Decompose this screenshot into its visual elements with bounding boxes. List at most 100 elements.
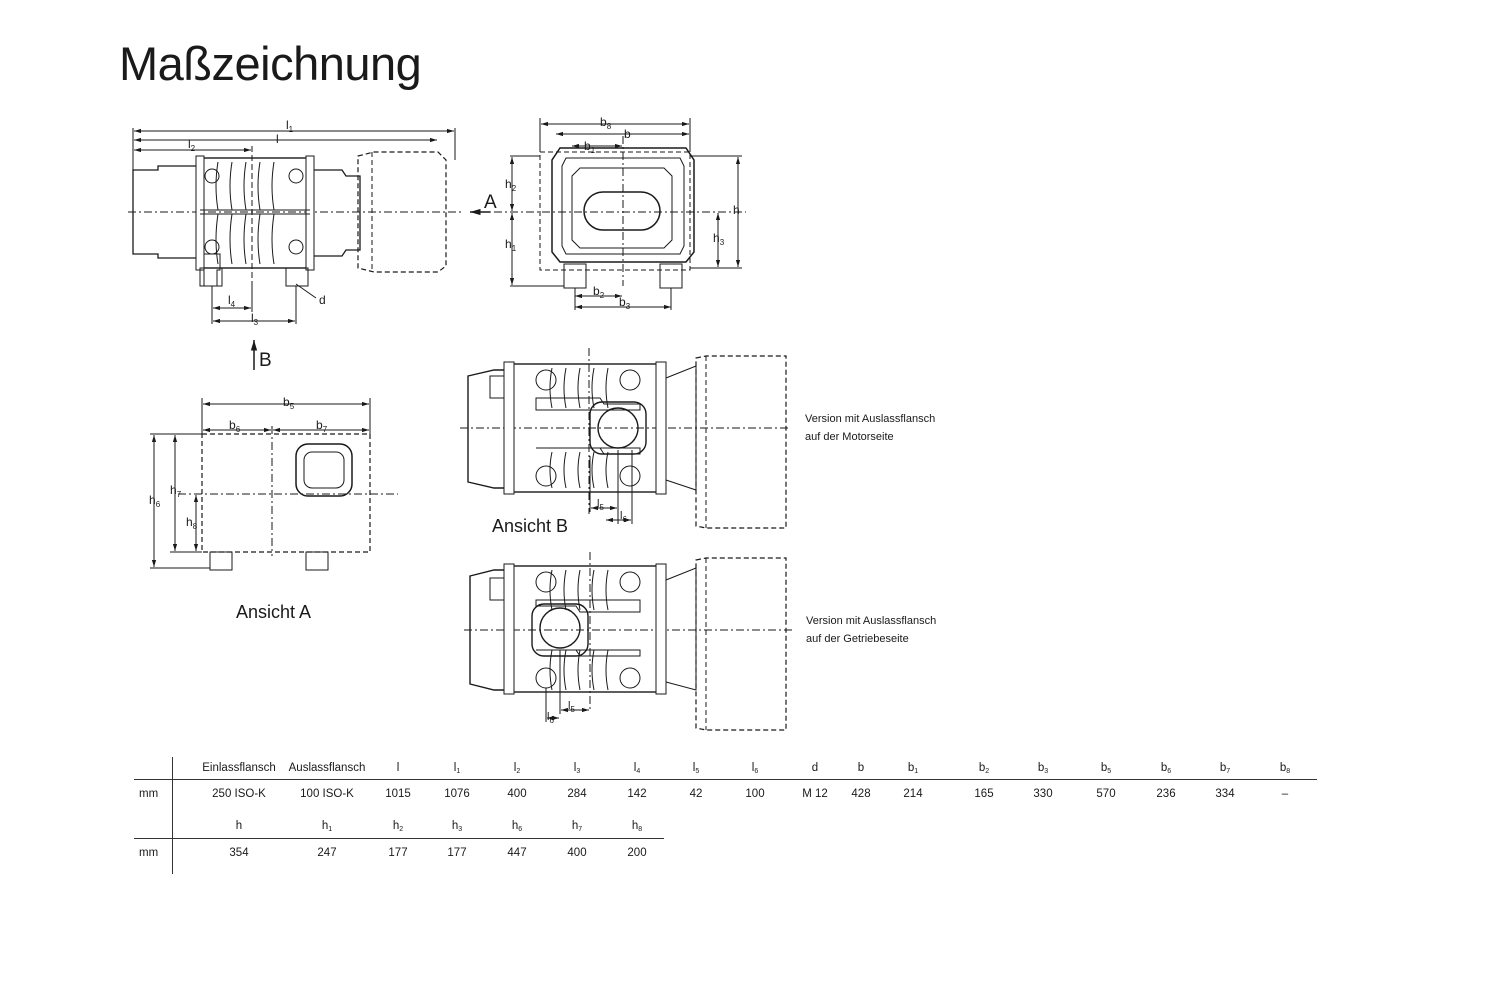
row1-header-base: l [396,762,400,774]
dim-label-l5: l5 [597,498,604,512]
view-a [150,398,398,571]
row2-header-4: h6 [512,820,522,833]
row2-header-base: h [321,820,329,832]
row2-header-2: h2 [393,820,403,833]
dim-label-h3: h3 [713,231,725,247]
row1-value-7: 42 [689,788,703,800]
row2-header-sub: 6 [518,826,523,833]
row1-header-base: b [857,762,865,774]
dim-label-h8: h8 [186,515,198,531]
row1-header-base: b [1160,762,1168,774]
row2-header-base: h [511,820,519,832]
row1-header-base: b [907,762,915,774]
row1-header-sub: 1 [914,768,919,775]
side-view [128,128,490,370]
row1-header-12: b2 [979,762,989,775]
side-view-labels: l1 l l2 l4 l3 d A B [188,118,497,371]
row2-header-3: h3 [452,820,462,833]
row1-header-base: Einlassflansch [202,762,276,774]
row2-header-sub: 8 [638,826,643,833]
note-gear-side-line2: auf der Getriebeseite [806,633,909,645]
table-rule-1 [134,779,1317,780]
row1-header-sub: 4 [636,768,641,775]
dim-label-b8: b8 [600,115,612,131]
row1-header-base: l [692,762,696,774]
row2-value-2: 177 [388,847,408,859]
row1-header-sub: 8 [1286,768,1291,775]
row2-header-base: h [631,820,639,832]
row1-value-13: 330 [1033,788,1053,800]
row1-value-8: 100 [745,788,765,800]
dim-label-l6: l6 [620,510,627,524]
row2-header-base: h [451,820,459,832]
dim-label-h: h [733,203,740,217]
row2-header-base: h [235,820,243,832]
row2-header-sub: 1 [328,826,333,833]
row2-value-0: 354 [229,847,249,859]
row2-value-6: 200 [627,847,647,859]
row1-header-17: b8 [1280,762,1290,775]
row2-header-sub: 2 [399,826,404,833]
row1-value-6: 142 [627,788,647,800]
row1-value-16: 334 [1215,788,1235,800]
row1-header-sub: 6 [1167,768,1172,775]
row2-header-sub: 7 [578,826,583,833]
view-b-motor-labels: l5 l6 [597,498,627,524]
row2-value-5: 400 [567,847,587,859]
row1-header-8: l6 [752,762,758,775]
row2-header-0: h [236,820,242,832]
note-motor-side-line1: Version mit Auslassflansch [805,413,936,425]
row1-value-12: 165 [974,788,994,800]
row1-value-3: 1076 [444,788,470,800]
dim-label-l: l [276,132,279,146]
row1-header-sub: 7 [1226,768,1231,775]
dim-label-h2: h2 [505,177,517,193]
row1-header-sub: 2 [516,768,521,775]
row2-header-1: h1 [322,820,332,833]
row1-header-5: l3 [574,762,580,775]
row1-header-base: b [978,762,986,774]
row1-header-3: l1 [454,762,460,775]
dim-label-l4: l4 [228,293,236,309]
row2-value-4: 447 [507,847,527,859]
row1-header-sub: 3 [576,768,581,775]
row1-header-sub: 5 [1107,768,1112,775]
row1-header-7: l5 [693,762,699,775]
row1-header-10: b [858,762,864,774]
note-motor-side-line2: auf der Motorseite [805,431,894,443]
row1-value-4: 400 [507,788,527,800]
row1-header-16: b7 [1220,762,1230,775]
row1-unit: mm [139,788,159,800]
dim-label-h7: h7 [170,483,182,499]
dim-label-b7: b7 [316,418,328,434]
row1-header-base: l [513,762,517,774]
table-rule-2 [134,838,664,839]
row1-value-17: – [1281,788,1289,800]
row2-unit: mm [139,847,159,859]
row1-header-11: b1 [908,762,918,775]
note-motor-side: Version mit Auslassflansch auf der Motor… [805,410,935,446]
row1-header-base: d [811,762,819,774]
row1-header-base: b [1219,762,1227,774]
row1-header-sub: 5 [695,768,700,775]
dim-label-b6: b6 [229,418,241,434]
row1-value-10: 428 [851,788,871,800]
dim-label-b2: b2 [593,284,605,300]
row1-header-sub: 6 [754,768,759,775]
view-label-a: Ansicht A [236,602,312,622]
dim-label-l1: l1 [286,118,294,134]
dim-label-b1: b1 [584,139,596,155]
dim-label-l5-gear: l5 [568,700,575,714]
row1-header-14: b5 [1101,762,1111,775]
note-gear-side-line1: Version mit Auslassflansch [806,615,937,627]
table-divider [172,757,173,874]
row1-header-0: Einlassflansch [202,762,276,774]
row1-header-4: l2 [514,762,520,775]
row2-header-base: h [571,820,579,832]
row1-value-9: M 12 [802,788,828,800]
row1-value-14: 570 [1096,788,1116,800]
row2-value-1: 247 [317,847,337,859]
row1-header-sub: 2 [985,768,990,775]
row2-header-6: h8 [632,820,642,833]
dim-label-l6-gear: l6 [547,711,554,725]
